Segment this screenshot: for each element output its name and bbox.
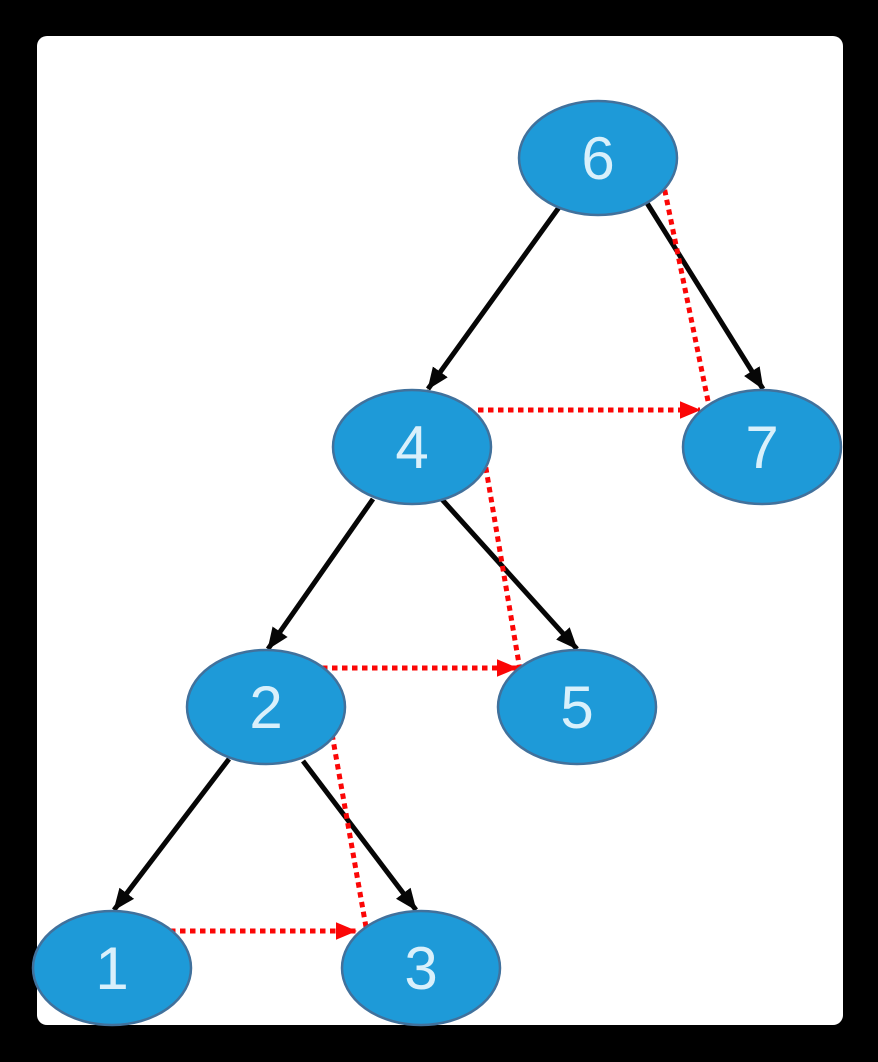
tree-node-label-7: 7 xyxy=(745,414,778,481)
tree-node-7: 7 xyxy=(681,388,843,506)
tree-node-label-4: 4 xyxy=(395,414,428,481)
tree-node-4: 4 xyxy=(331,388,493,506)
tree-node-ellipse-7 xyxy=(681,388,843,506)
tree-edge-2-3 xyxy=(301,759,418,912)
tree-node-ellipse-3 xyxy=(340,909,502,1027)
tree-node-6: 6 xyxy=(517,99,679,217)
tree-node-2: 2 xyxy=(185,648,347,766)
tree-node-label-3: 3 xyxy=(404,935,437,1002)
slide-canvas xyxy=(37,36,843,1025)
tree-node-label-6: 6 xyxy=(581,125,614,192)
tree-node-5: 5 xyxy=(496,648,658,766)
tree-node-ellipse-5 xyxy=(496,648,658,766)
tree-node-1: 1 xyxy=(31,909,193,1027)
tree-node-label-2: 2 xyxy=(249,674,282,741)
tree-node-3: 3 xyxy=(340,909,502,1027)
tree-node-label-5: 5 xyxy=(560,674,593,741)
tree-node-ellipse-6 xyxy=(517,99,679,217)
tree-node-ellipse-1 xyxy=(31,909,193,1027)
tree-edge-4-2 xyxy=(265,497,376,651)
tree-node-label-1: 1 xyxy=(95,935,128,1002)
tree-node-ellipse-2 xyxy=(185,648,347,766)
tree-edge-4-5 xyxy=(436,493,579,651)
tree-edge-2-1 xyxy=(112,757,231,912)
tree-edge-6-4 xyxy=(425,204,563,391)
tree-edge-6-7 xyxy=(644,201,766,391)
tree-node-ellipse-4 xyxy=(331,388,493,506)
